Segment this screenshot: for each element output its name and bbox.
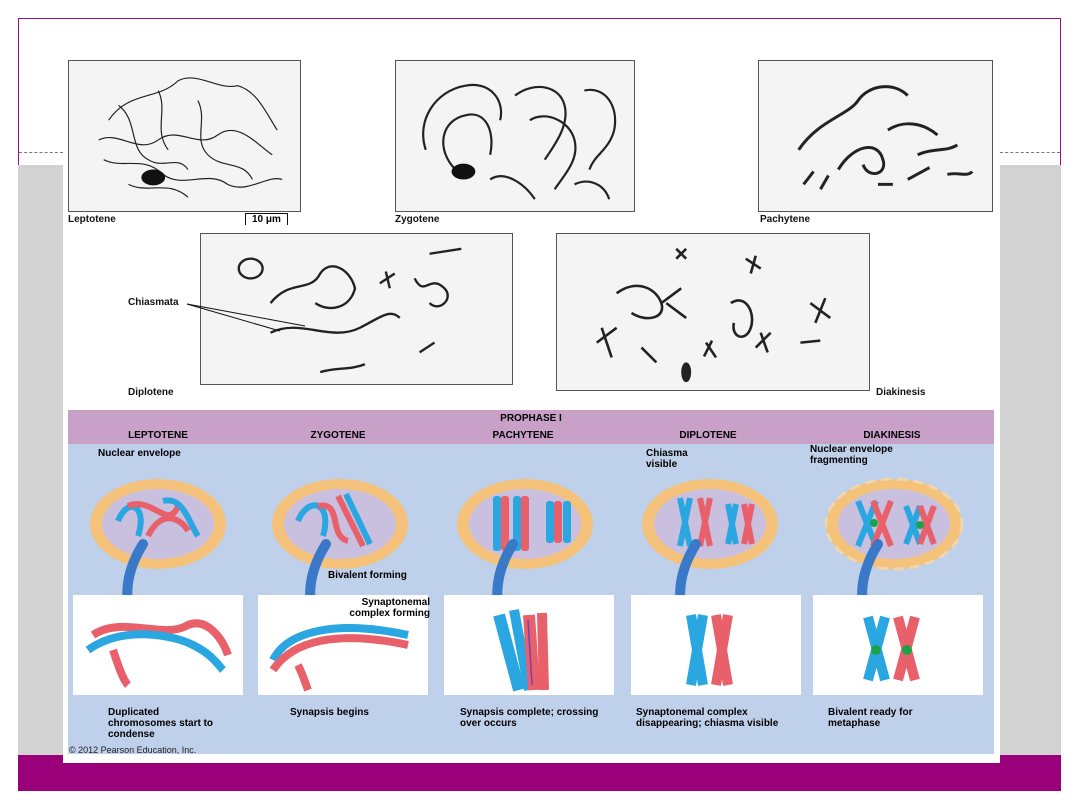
label-leptotene: Leptotene [68,214,116,225]
stage-pachytene: PACHYTENE [492,430,554,441]
micrograph-zygotene [395,60,635,212]
dashed-divider-right [1000,152,1060,153]
stage-leptotene: LEPTOTENE [128,430,188,441]
nucleus-zygotene [272,479,408,569]
chiasmata-pointer [186,303,306,332]
scale-bar: 10 μm [245,213,288,225]
micrograph-leptotene [68,60,301,212]
label-zygotene: Zygotene [395,214,440,225]
nucleus-diplotene [642,479,778,569]
stage-zygotene: ZYGOTENE [310,430,366,441]
note-nuclear-envelope: Nuclear envelope [98,448,181,459]
nuclei-and-chromosomes [90,477,964,646]
prophase-figure: Leptotene 10 μm Zygotene [63,48,1000,763]
gray-sidebar-left [18,165,63,755]
label-chiasmata: Chiasmata [128,297,179,308]
prophase-diagram: PROPHASE I LEPTOTENE ZYGOTENE PACHYTENE … [68,410,994,754]
caption-leptotene: Duplicated chromosomes start to condense [108,707,214,740]
closeup-zygotene [258,595,428,695]
closeup-diplotene [631,595,801,695]
note-bivalent-forming: Bivalent forming [328,570,407,581]
caption-diakinesis: Bivalent ready for metaphase [828,707,913,729]
dashed-divider-left [19,152,63,153]
stage-diakinesis: DIAKINESIS [863,430,921,441]
caption-zygotene: Synapsis begins [290,707,369,718]
closeup-leptotene [73,595,243,695]
caption-diplotene: Synaptonemal complex disappearing; chias… [636,707,779,729]
label-diakinesis: Diakinesis [876,387,926,398]
micrograph-diplotene [200,233,513,385]
nucleus-diakinesis [824,477,964,571]
caption-pachytene: Synapsis complete; crossing over occurs [460,707,599,729]
note-envelope-fragmenting: Nuclear envelope fragmenting [810,444,893,466]
note-chiasma-visible: Chiasma visible [646,448,688,470]
scale-bar-text: 10 μm [245,213,288,225]
micrograph-diakinesis [556,233,870,391]
closeup-pachytene [444,595,614,695]
closeup-diakinesis [813,595,983,695]
nucleus-pachytene [457,479,593,569]
prophase-title: PROPHASE I [500,413,562,424]
micrograph-pachytene [758,60,993,212]
copyright-text: © 2012 Pearson Education, Inc. [69,745,197,755]
label-pachytene: Pachytene [760,214,811,225]
nucleus-leptotene [90,479,226,569]
note-synaptonemal-forming: Synaptonemal complex forming [349,597,430,619]
label-diplotene: Diplotene [128,387,174,398]
gray-sidebar-right [1000,165,1061,755]
stage-diplotene: DIPLOTENE [679,430,737,441]
prophase-header-band [68,410,994,444]
